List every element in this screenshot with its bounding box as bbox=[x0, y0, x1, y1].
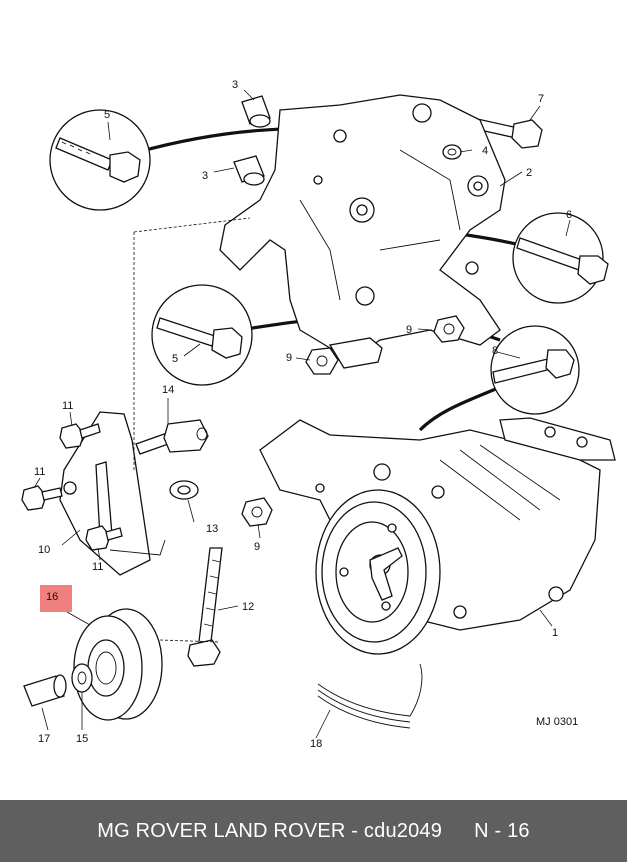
detail-circle-bolt-5-lower bbox=[151, 284, 253, 386]
callout-3-upper: 3 bbox=[232, 79, 238, 91]
callout-9-right: 9 bbox=[406, 324, 412, 336]
callout-2: 2 bbox=[526, 167, 532, 179]
detail-circle-bolt-5-upper bbox=[49, 109, 151, 211]
bolt-11-top bbox=[59, 423, 101, 449]
pivot-bolt-14 bbox=[135, 419, 209, 455]
tensioner-bracket-10 bbox=[59, 411, 166, 576]
figure-code: MJ 0301 bbox=[536, 716, 578, 728]
spacer-3-lower bbox=[233, 155, 265, 186]
washer-4 bbox=[442, 144, 462, 160]
idler-pulley-16 bbox=[73, 608, 163, 721]
callout-10: 10 bbox=[38, 544, 50, 556]
drive-belt-lower bbox=[418, 386, 499, 432]
callout-11-middle: 11 bbox=[34, 466, 45, 478]
callout-11-top: 11 bbox=[62, 400, 73, 412]
callout-1: 1 bbox=[552, 627, 558, 639]
washer-15 bbox=[71, 663, 93, 693]
detail-circle-bolt-8 bbox=[490, 325, 580, 415]
callout-16: 16 bbox=[46, 591, 58, 603]
footer-bar: MG ROVER LAND ROVER - cdu2049 N - 16 bbox=[0, 800, 627, 862]
callout-16-highlight bbox=[40, 585, 72, 612]
nut-9-right bbox=[433, 315, 465, 343]
footer-brand: MG ROVER LAND ROVER - cdu2049 bbox=[97, 819, 443, 842]
ac-compressor-1 bbox=[259, 417, 616, 655]
bolt-11-middle bbox=[21, 485, 63, 511]
callout-14: 14 bbox=[162, 384, 174, 396]
long-bolt-12 bbox=[187, 547, 223, 667]
callout-9-left: 9 bbox=[286, 352, 292, 364]
callout-15: 15 bbox=[76, 733, 88, 745]
callout-3-lower: 3 bbox=[202, 170, 208, 182]
callout-5-upper: 5 bbox=[104, 109, 110, 121]
exploded-parts-diagram: 1 2 3 3 4 5 5 6 7 8 9 9 9 10 11 11 11 12… bbox=[21, 79, 616, 750]
spacer-17 bbox=[23, 674, 67, 707]
bolt-11-bottom bbox=[85, 525, 123, 551]
washer-13 bbox=[169, 480, 199, 500]
footer-page-number: N - 16 bbox=[474, 819, 530, 842]
callout-7: 7 bbox=[538, 93, 544, 105]
detail-circle-bolt-6 bbox=[512, 212, 609, 304]
callout-12: 12 bbox=[242, 601, 254, 613]
drive-belt-18 bbox=[317, 663, 423, 729]
callout-8: 8 bbox=[492, 345, 498, 357]
nut-9-left bbox=[305, 347, 339, 375]
callout-11-bottom: 11 bbox=[92, 561, 103, 573]
callout-17: 17 bbox=[38, 733, 50, 745]
callout-9-lower: 9 bbox=[254, 541, 260, 553]
callout-18: 18 bbox=[310, 738, 322, 750]
spacer-3-upper bbox=[241, 95, 271, 128]
callout-5-lower: 5 bbox=[172, 353, 178, 365]
callout-6: 6 bbox=[566, 209, 572, 221]
nut-9-lower bbox=[241, 497, 273, 527]
callout-13: 13 bbox=[206, 523, 218, 535]
callout-4: 4 bbox=[482, 145, 488, 157]
